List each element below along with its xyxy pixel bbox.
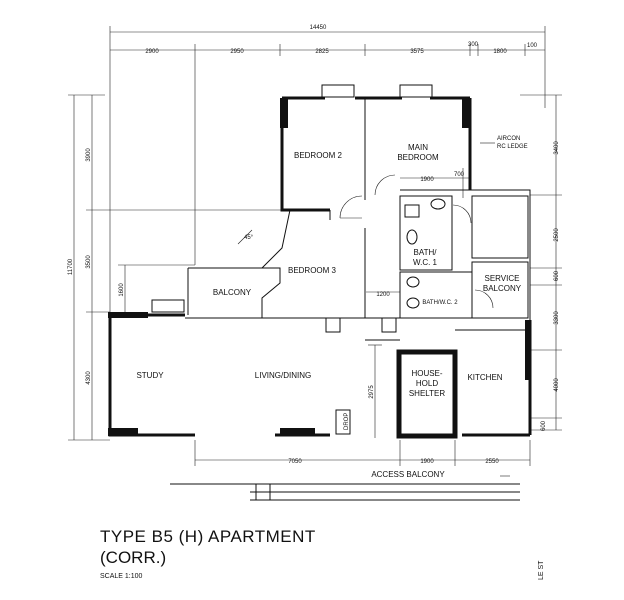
dim-right-4: 3300 xyxy=(554,311,560,325)
dim-top-3: 2825 xyxy=(315,49,329,55)
dim-top-6: 1800 xyxy=(493,49,507,55)
dim-top-5: 300 xyxy=(468,42,479,48)
dim-bottom-1: 7050 xyxy=(288,459,302,465)
room-main-bedroom-line2: BEDROOM xyxy=(397,153,439,162)
dim-top-total: 14450 xyxy=(310,25,327,31)
room-shelter-line2: HOLD xyxy=(416,379,438,388)
dim-left-total: 11700 xyxy=(68,258,74,275)
room-labels: BEDROOM 2 MAIN BEDROOM BEDROOM 3 BATH/ W… xyxy=(136,136,527,479)
dim-top-1: 2900 xyxy=(145,49,159,55)
dim-left-1: 3900 xyxy=(86,148,92,162)
dimension-labels: 14450 2900 2950 2825 3575 300 1800 100 1… xyxy=(68,25,560,465)
dimension-lines xyxy=(68,26,562,466)
dim-right-6: 600 xyxy=(541,420,547,431)
room-bath-2: BATH/W.C. 2 xyxy=(422,300,458,306)
plan-title: TYPE B5 (H) APARTMENT xyxy=(100,527,316,546)
dim-left-3: 4300 xyxy=(86,371,92,385)
room-service-balcony-line2: BALCONY xyxy=(483,284,522,293)
dim-bottom-3: 2550 xyxy=(485,459,499,465)
dim-right-1: 3400 xyxy=(554,141,560,155)
dim-left-inner: 1600 xyxy=(119,283,125,297)
aircon-label-line1: AIRCON xyxy=(497,136,520,142)
dim-right-5: 4000 xyxy=(554,378,560,392)
dim-bottom-2: 1900 xyxy=(420,459,434,465)
room-shelter-line1: HOUSE- xyxy=(411,369,442,378)
room-bath-1-line1: BATH/ xyxy=(414,248,438,257)
room-bedroom-2: BEDROOM 2 xyxy=(294,151,343,160)
room-shelter-line3: SHELTER xyxy=(409,389,446,398)
dim-top-7: 100 xyxy=(527,43,538,49)
dim-right-2: 2500 xyxy=(554,228,560,242)
plan-scale: SCALE 1:100 xyxy=(100,573,143,580)
angle-label: 45° xyxy=(244,235,254,241)
room-service-balcony-line1: SERVICE xyxy=(485,274,520,283)
access-balcony-label: ACCESS BALCONY xyxy=(371,470,445,479)
room-kitchen: KITCHEN xyxy=(467,373,502,382)
dim-inner-3: 1200 xyxy=(376,292,390,298)
room-bath-1-line2: W.C. 1 xyxy=(413,258,438,267)
edge-text: LE ST xyxy=(538,560,545,580)
dim-inner-1: 1900 xyxy=(420,177,434,183)
aircon-label-line2: RC LEDGE xyxy=(497,144,528,150)
plan-subtitle: (CORR.) xyxy=(100,548,167,567)
dim-inner-4: 2975 xyxy=(369,385,375,399)
room-main-bedroom-line1: MAIN xyxy=(408,143,428,152)
room-living-dining: LIVING/DINING xyxy=(255,371,311,380)
room-bedroom-3: BEDROOM 3 xyxy=(288,266,337,275)
dim-right-3: 600 xyxy=(554,270,560,281)
room-balcony: BALCONY xyxy=(213,288,252,297)
refuse-drop-label: DROP xyxy=(344,413,350,430)
walls xyxy=(108,84,532,501)
dim-inner-2: 700 xyxy=(454,172,465,178)
dim-top-2: 2950 xyxy=(230,49,244,55)
dim-top-4: 3575 xyxy=(410,49,424,55)
dim-left-2: 3500 xyxy=(86,255,92,269)
angle-leader xyxy=(237,229,253,245)
room-study: STUDY xyxy=(136,371,164,380)
